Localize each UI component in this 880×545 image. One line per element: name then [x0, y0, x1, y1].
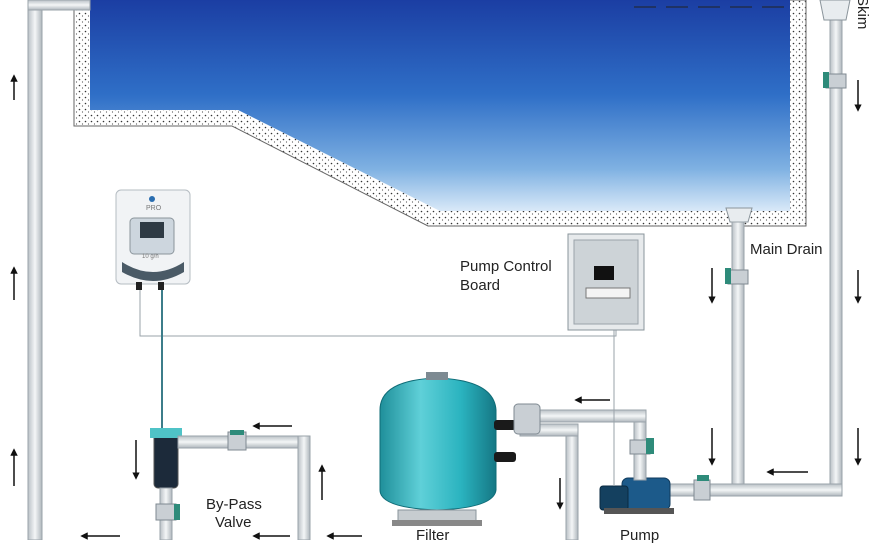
filter-label: Filter	[416, 527, 450, 544]
return-pipe-top	[27, 0, 91, 11]
controller-screen-text: 10 g/h	[142, 254, 159, 260]
controller-swoosh	[122, 262, 184, 281]
filter-stand	[392, 520, 482, 526]
return-pipe-vertical	[27, 0, 43, 540]
main-drain-sump	[725, 207, 753, 223]
bypass-pipe-right	[297, 435, 311, 540]
pump-control-board-label-line1: Pump Control	[460, 258, 552, 275]
chlorinator-cell-cap	[150, 428, 182, 438]
filter-port-bottom	[494, 452, 516, 462]
main-drain-pipe	[731, 221, 745, 493]
main-drain-label: Main Drain	[750, 241, 823, 258]
pump-control-board-label-line2: Board	[460, 277, 501, 294]
controller-brand: PRO	[146, 205, 162, 212]
control-board-breakers	[585, 287, 631, 299]
controller-plug-right	[158, 282, 164, 290]
filter-tank	[379, 377, 497, 511]
multiport-valve	[513, 403, 541, 435]
suction-valve-handle	[697, 475, 709, 481]
suction-valve	[693, 479, 711, 501]
bypass-valve-left	[155, 503, 177, 521]
filter-port-top	[494, 420, 516, 430]
skimmer-box	[819, 0, 851, 21]
skimmer-valve-handle	[823, 72, 829, 88]
control-cable	[139, 290, 617, 337]
filter-outlet-pipe	[565, 423, 579, 540]
controller-logo-icon	[149, 196, 155, 202]
skimmer-label: Skim	[854, 0, 871, 30]
filter-cap	[426, 372, 448, 380]
bypass-valve-label-line1: By-Pass	[206, 496, 262, 513]
pump-housing	[599, 485, 629, 511]
control-board-inner	[573, 239, 639, 325]
pool-water	[90, 0, 790, 211]
bypass-valve-top-handle	[230, 430, 244, 435]
control-board-display	[594, 266, 614, 280]
pump-motor	[621, 477, 671, 511]
bypass-valve-label-line2: Valve	[215, 514, 252, 531]
pump-riser-valve-handle	[646, 438, 654, 454]
controller-screen	[140, 222, 164, 238]
pump-base	[604, 508, 674, 514]
pump-label: Pump	[620, 527, 660, 544]
bypass-valve-left-handle	[174, 504, 180, 520]
chlorinator-cell	[153, 431, 179, 489]
controller-plug-left	[136, 282, 142, 290]
main-drain-valve-handle	[725, 268, 731, 284]
